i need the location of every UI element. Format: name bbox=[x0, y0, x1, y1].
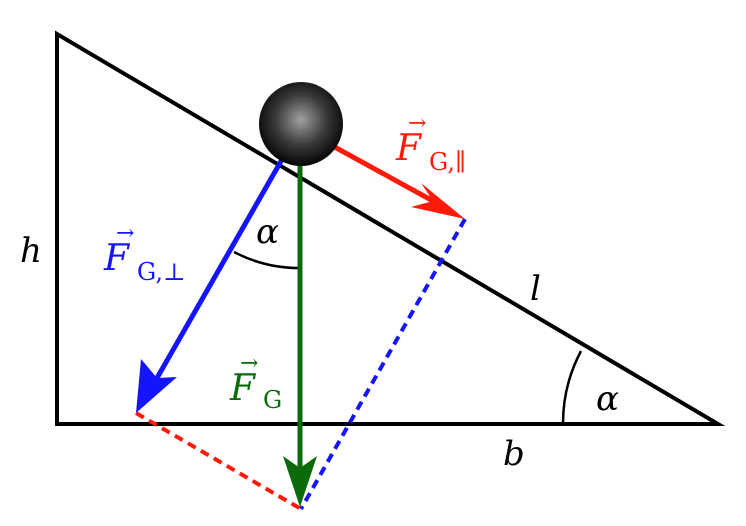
perpendicular-force-arrow-shaft bbox=[154, 126, 303, 380]
gravity-force-arrowhead bbox=[283, 456, 317, 507]
gravity-force-symbol: F bbox=[229, 368, 257, 409]
parallel-force-symbol: F bbox=[395, 128, 423, 169]
perpendicular-force-symbol: F bbox=[103, 238, 131, 279]
perpendicular-force-subscript: G,⊥ bbox=[137, 258, 186, 286]
perpendicular-force-arrowhead bbox=[136, 359, 177, 413]
angle-incline-label: α bbox=[596, 379, 619, 419]
gravity-force-label: → F G bbox=[229, 351, 282, 414]
parallel-force-subscript: G,∥ bbox=[429, 148, 466, 176]
dashed-blue-parallelogram-side bbox=[299, 218, 467, 510]
parallel-force-arrowhead bbox=[411, 183, 465, 219]
gravity-force-subscript: G bbox=[263, 386, 282, 414]
perpendicular-vector-arrow-icon: → bbox=[116, 221, 134, 246]
dashed-red-parallelogram-side bbox=[134, 411, 303, 511]
perpendicular-force-label: → F G,⊥ bbox=[103, 221, 186, 286]
incline-triangle bbox=[55, 30, 726, 426]
parallel-vector-arrow-icon: → bbox=[408, 111, 426, 136]
gravity-vector-arrow-icon: → bbox=[240, 351, 258, 376]
base-label: b bbox=[503, 434, 525, 474]
angle-forces-label: α bbox=[256, 212, 279, 252]
ball bbox=[259, 82, 343, 166]
angle-arc-forces bbox=[233, 250, 301, 270]
parallel-force-label: → F G,∥ bbox=[395, 111, 466, 176]
length-label: l bbox=[530, 269, 541, 309]
angle-arc-incline bbox=[561, 350, 583, 425]
height-label: h bbox=[20, 231, 42, 271]
